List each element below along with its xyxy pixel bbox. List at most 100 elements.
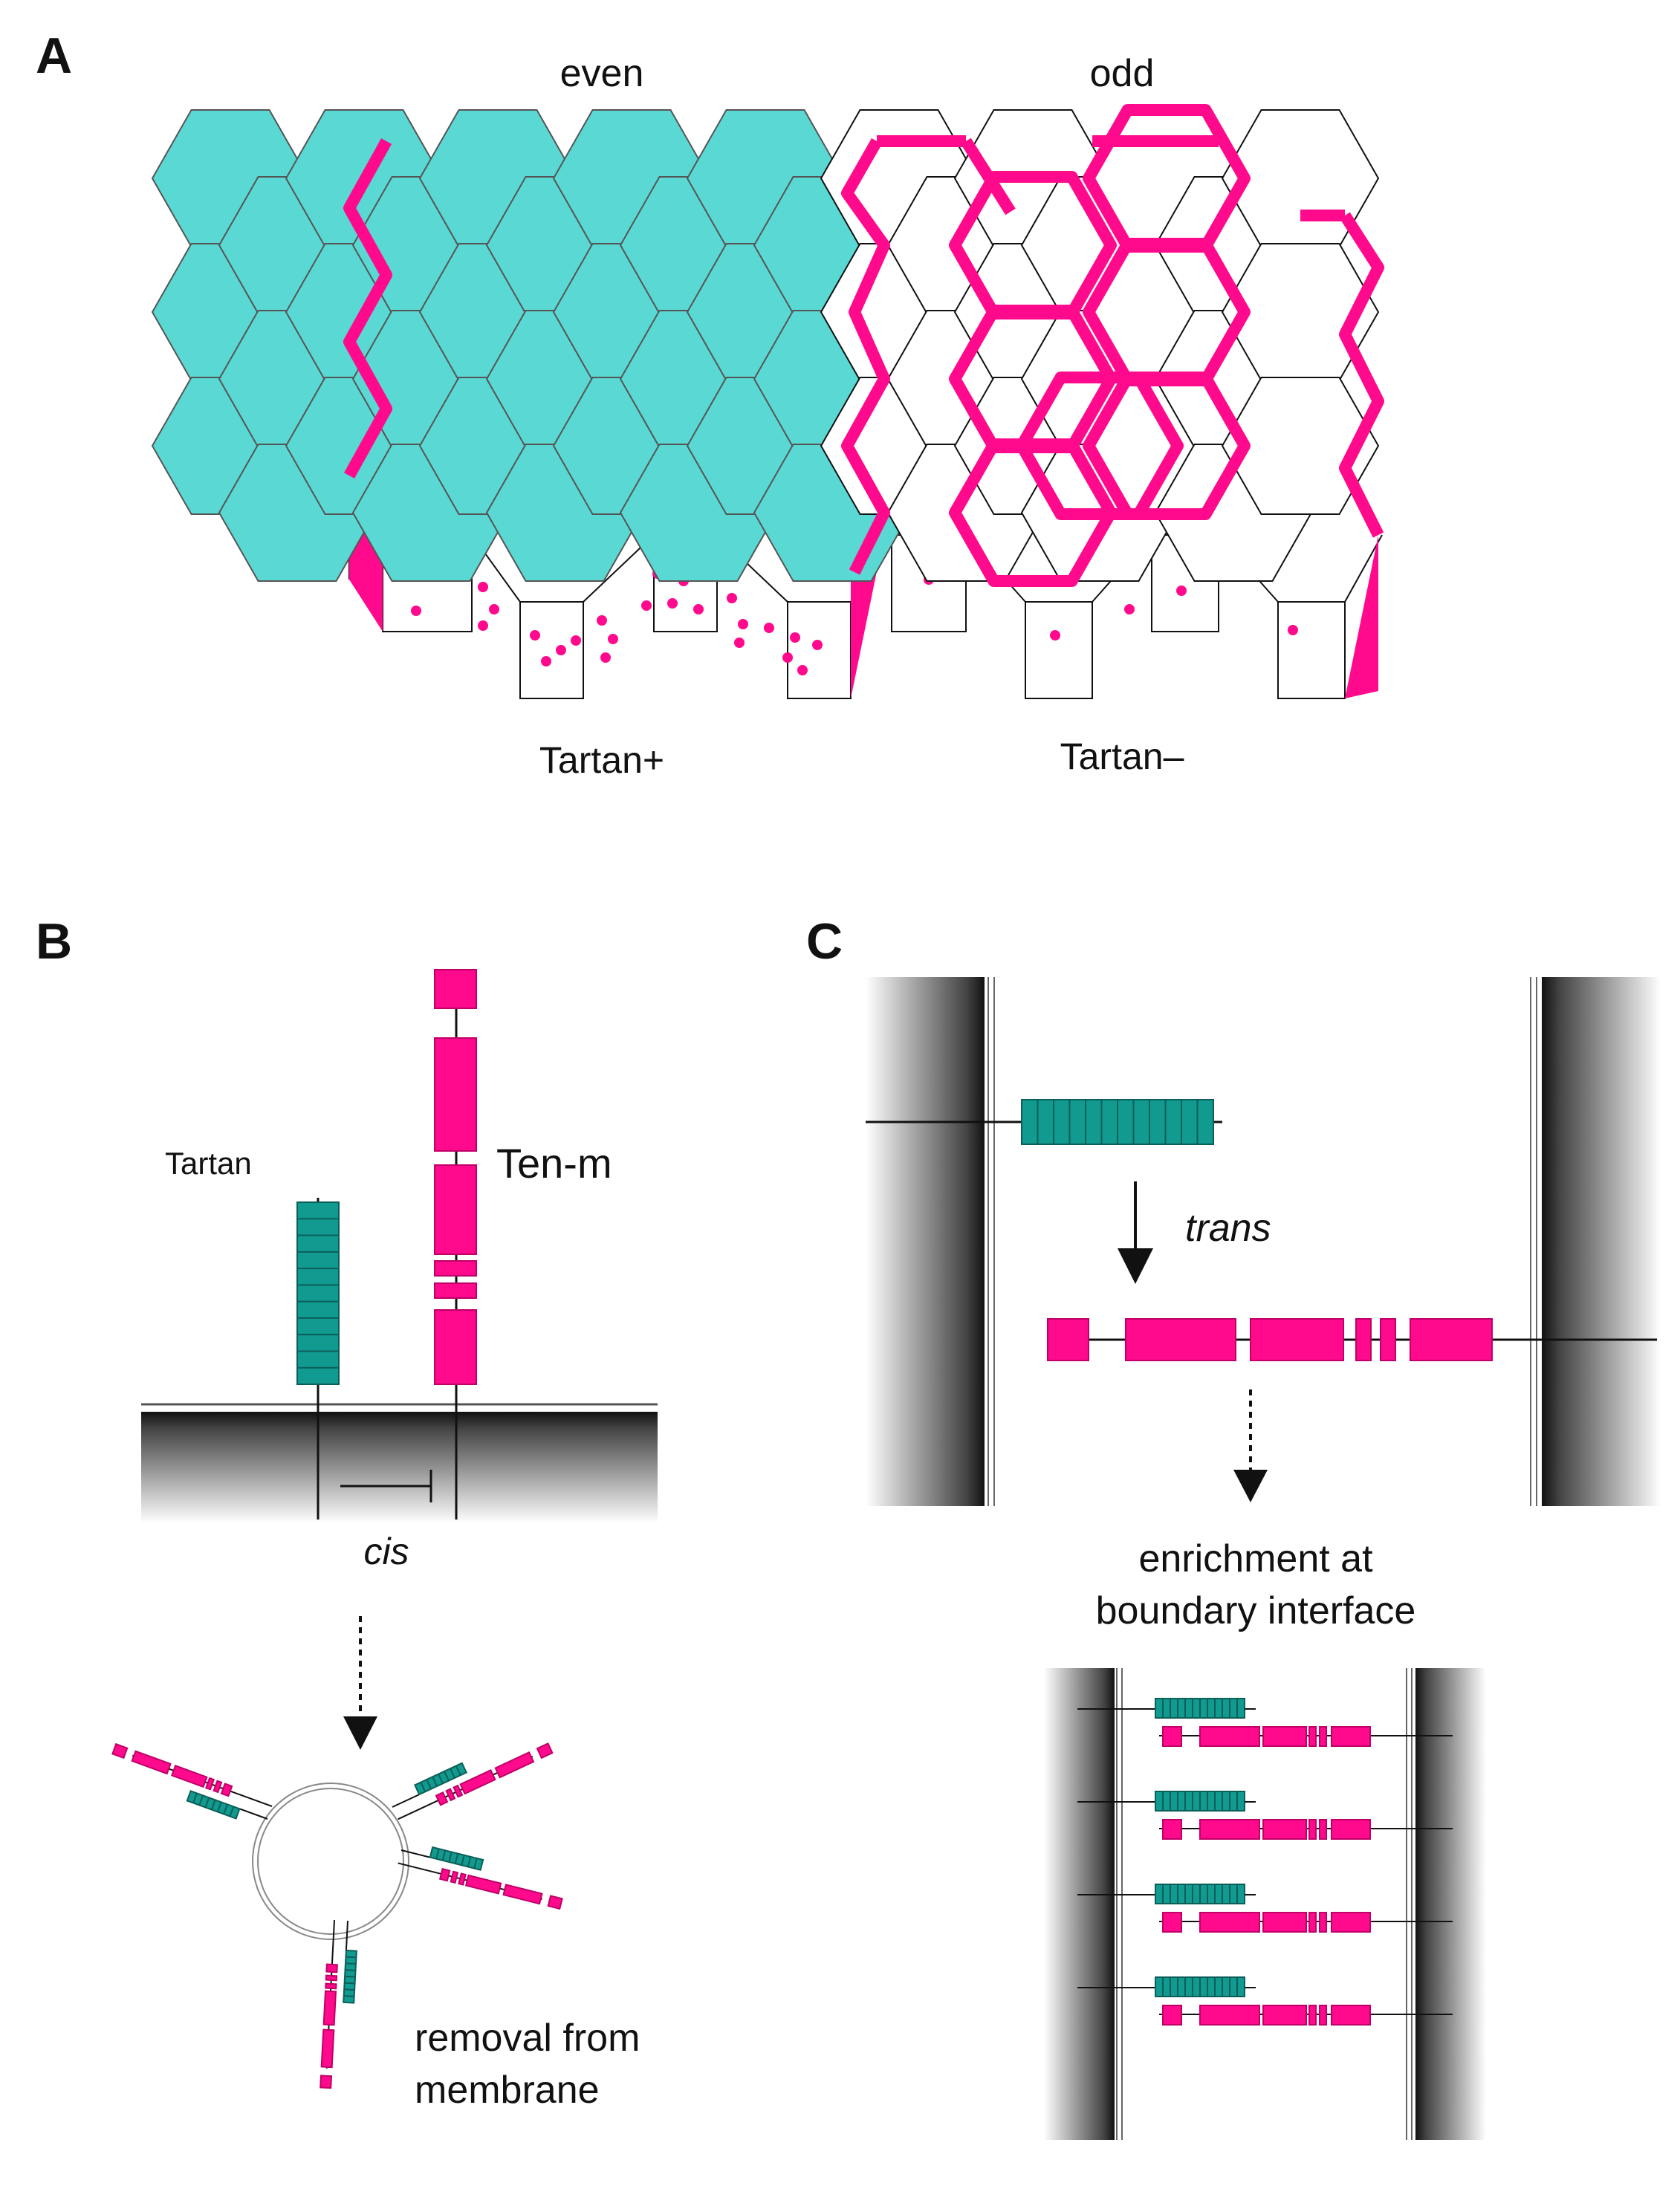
tenm-domain <box>1199 1819 1260 1840</box>
tartan-punctum <box>597 615 607 626</box>
lrr-repeat <box>204 1797 210 1808</box>
boundary-right-edge <box>1339 212 1384 538</box>
panel-c-letter: C <box>806 913 843 970</box>
label-cis: cis <box>363 1531 409 1572</box>
stalk <box>239 1808 268 1820</box>
edge-wedge-right <box>1345 535 1378 698</box>
tartan-punctum <box>693 604 704 614</box>
lrr-repeat <box>345 1962 357 1965</box>
tenm-domain <box>325 1963 338 1973</box>
tartan-punctum <box>1050 630 1060 640</box>
tenm-domain <box>1380 1318 1396 1361</box>
tartan-punctum <box>764 623 774 633</box>
tenm-domain <box>1125 1318 1236 1361</box>
tenm-domain <box>1250 1318 1344 1361</box>
lrr-repeat <box>444 1771 450 1782</box>
tartan-punctum <box>478 582 488 592</box>
boundary-left-edge <box>343 138 392 479</box>
tenm-enriched-cell <box>1083 372 1251 520</box>
lrr-repeat <box>467 1856 472 1867</box>
tartan-punctum <box>790 632 800 643</box>
tenm-domain <box>1199 2005 1260 2026</box>
tartan-punctum <box>478 620 488 631</box>
tenm-c-protein <box>1047 1318 1493 1361</box>
lrr-repeat <box>344 1988 355 1991</box>
tartan-punctum <box>641 600 652 611</box>
tenm-domain <box>536 1742 554 1759</box>
tartan-punctum <box>738 619 748 629</box>
internalized-complex <box>392 1742 554 1820</box>
tenm-domain <box>1308 1912 1317 1933</box>
tenm-domain <box>1319 2005 1327 2026</box>
tenm-protein <box>434 969 477 1385</box>
tartan-punctum <box>797 665 808 675</box>
tenm-domain <box>1162 1912 1182 1933</box>
lrr-repeat <box>223 1803 228 1814</box>
tartan-punctum <box>530 630 540 640</box>
tenm-domain <box>1262 1912 1307 1933</box>
tartan-punctum <box>600 652 611 663</box>
right-cell-wall <box>1542 977 1661 1506</box>
tartan-punctum <box>782 652 793 663</box>
tenm-domain <box>434 1164 477 1255</box>
tenm-domain <box>1331 1726 1371 1747</box>
membrane-surface <box>141 1412 658 1523</box>
tartan-protein <box>296 1201 340 1385</box>
cell-lateral-face <box>1025 601 1093 699</box>
tartan-punctum <box>411 606 421 616</box>
cell-edge <box>1344 534 1383 603</box>
boundary-complex <box>1077 1976 1453 2026</box>
tenm-domain <box>1262 1819 1307 1840</box>
lrr-repeat <box>345 1975 356 1978</box>
lrr-repeat <box>448 1852 453 1863</box>
tartan-ectodomain <box>296 1201 340 1385</box>
trans-arrow-head <box>1118 1248 1153 1284</box>
tartan-punctum <box>667 598 678 609</box>
label-tartan-minus: Tartan– <box>1060 736 1184 777</box>
tartan-c-protein <box>1021 1099 1214 1145</box>
lrr-repeat <box>426 1779 432 1790</box>
lrr-repeat <box>420 1782 427 1792</box>
label-even: even <box>560 52 644 95</box>
tenm-domain <box>213 1780 223 1794</box>
panel-c: C trans enrichment at boundary interface <box>806 913 1661 2140</box>
tenm-domain <box>434 1037 477 1152</box>
tartan-punctum <box>734 638 745 648</box>
lrr-repeat <box>192 1793 198 1803</box>
tartan-punctum <box>727 593 737 603</box>
boundary-top-d <box>961 137 1016 215</box>
label-trans: trans <box>1185 1207 1271 1250</box>
tenm-domain <box>320 2075 333 2089</box>
tenm-domain <box>1162 1819 1182 1840</box>
tenm-domain <box>1319 1819 1327 1840</box>
tenm-domain <box>1199 1912 1260 1933</box>
lrr-repeat <box>441 1850 447 1861</box>
tenm-domain <box>434 1282 477 1299</box>
internalized-complex <box>111 1742 273 1820</box>
tenm-domain <box>1262 2005 1307 2026</box>
tenm-domain <box>434 1260 477 1277</box>
boundary-right-wall <box>1415 1668 1486 2140</box>
tenm-domain <box>1162 2005 1182 2026</box>
tenm-domain <box>325 1974 338 1982</box>
tenm-domain <box>1308 1819 1317 1840</box>
tartan-punctum <box>1288 625 1298 635</box>
lrr-repeat <box>198 1795 204 1806</box>
tenm-domain <box>325 1982 337 1990</box>
tenm-domain <box>434 1309 477 1385</box>
tenm-domain <box>1410 1318 1493 1361</box>
tenm-domain <box>131 1750 172 1775</box>
tenm-domain <box>434 969 477 1009</box>
cell-lateral-face <box>519 601 584 699</box>
tenm-domain <box>320 2028 335 2069</box>
lrr-repeat <box>435 1848 440 1860</box>
boundary-left-wall <box>1044 1668 1115 2140</box>
lrr-repeat <box>210 1800 216 1810</box>
tartan-punctum <box>541 656 551 666</box>
stalk <box>345 1920 348 1950</box>
lrr-repeat <box>344 1982 355 1985</box>
magenta-boundaries <box>343 104 1384 587</box>
tenm-domain <box>453 1784 464 1798</box>
tenm-domain <box>1319 1912 1327 1933</box>
